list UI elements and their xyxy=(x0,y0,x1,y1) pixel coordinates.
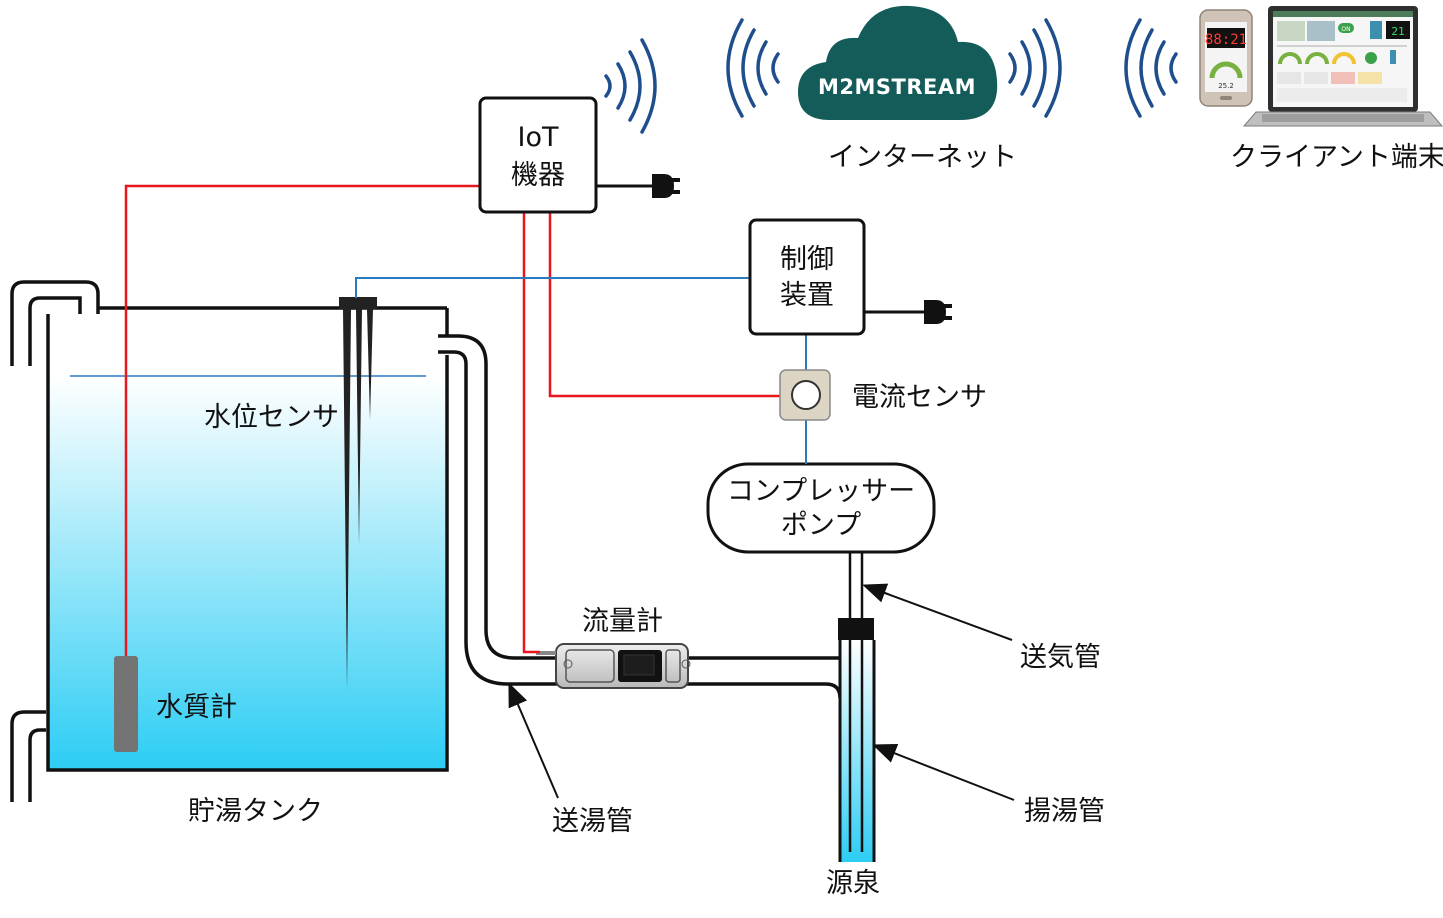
well: 源泉 xyxy=(826,552,880,899)
internet-label: インターネット xyxy=(828,142,1017,173)
storage-tank: 貯湯タンク xyxy=(10,280,449,827)
water-quality-meter: 水質計 xyxy=(114,656,237,752)
smartphone-icon: 88:21 25.2 xyxy=(1199,9,1253,107)
wifi-waves-icon xyxy=(604,18,1178,134)
cloud-brand: M2MSTREAM xyxy=(818,75,976,99)
client-label: クライアント端末 xyxy=(1230,142,1443,173)
flow-meter-label: 流量計 xyxy=(582,606,663,637)
power-plug-icon xyxy=(924,300,952,324)
level-sensor-label: 水位センサ xyxy=(204,402,339,433)
arrow-icon xyxy=(508,682,559,799)
tank-water xyxy=(48,376,445,770)
source-label: 源泉 xyxy=(826,868,880,899)
signal-wires xyxy=(124,184,807,656)
laptop-icon: ON 21 xyxy=(1242,6,1443,127)
pipe-callouts: 送気管 揚湯管 xyxy=(862,583,1105,827)
quality-meter-label: 水質計 xyxy=(156,692,237,723)
current-sensor: 電流センサ xyxy=(779,369,987,421)
arrow-icon xyxy=(872,743,1015,801)
controller: 制御 装置 xyxy=(748,218,952,336)
lift-pipe-label: 揚湯管 xyxy=(1024,796,1105,827)
flow-meter: 流量計 xyxy=(536,606,691,689)
compressor-pump: コンプレッサー ポンプ xyxy=(706,462,936,554)
controller-label-1: 制御 xyxy=(780,244,834,275)
compressor-label-2: ポンプ xyxy=(781,510,861,541)
phone-gauge-value: 25.2 xyxy=(1218,82,1234,90)
iot-device: IoT 機器 xyxy=(478,96,680,214)
cloud-icon: M2MSTREAM xyxy=(798,5,998,121)
current-sensor-label: 電流センサ xyxy=(852,382,987,413)
tank-inlet-pipe xyxy=(10,280,100,366)
phone-digits: 88:21 xyxy=(1205,32,1247,48)
controller-label-2: 装置 xyxy=(780,280,834,311)
tank-wall xyxy=(46,314,449,772)
supply-pipe-label: 送湯管 xyxy=(552,806,633,837)
iot-label-1: IoT xyxy=(518,122,559,153)
tank-outlet-pipe xyxy=(10,710,46,802)
supply-pipe: 送湯管 xyxy=(438,334,842,837)
power-plug-icon xyxy=(652,174,680,198)
air-pipe-label: 送気管 xyxy=(1020,642,1101,673)
laptop-digits: 21 xyxy=(1391,25,1404,38)
tank-label: 貯湯タンク xyxy=(188,796,323,827)
water-level-sensor: 水位センサ xyxy=(204,297,377,690)
laptop-toggle: ON xyxy=(1341,26,1350,33)
iot-label-2: 機器 xyxy=(511,160,565,191)
compressor-label-1: コンプレッサー xyxy=(727,476,915,507)
arrow-icon xyxy=(862,583,1013,641)
